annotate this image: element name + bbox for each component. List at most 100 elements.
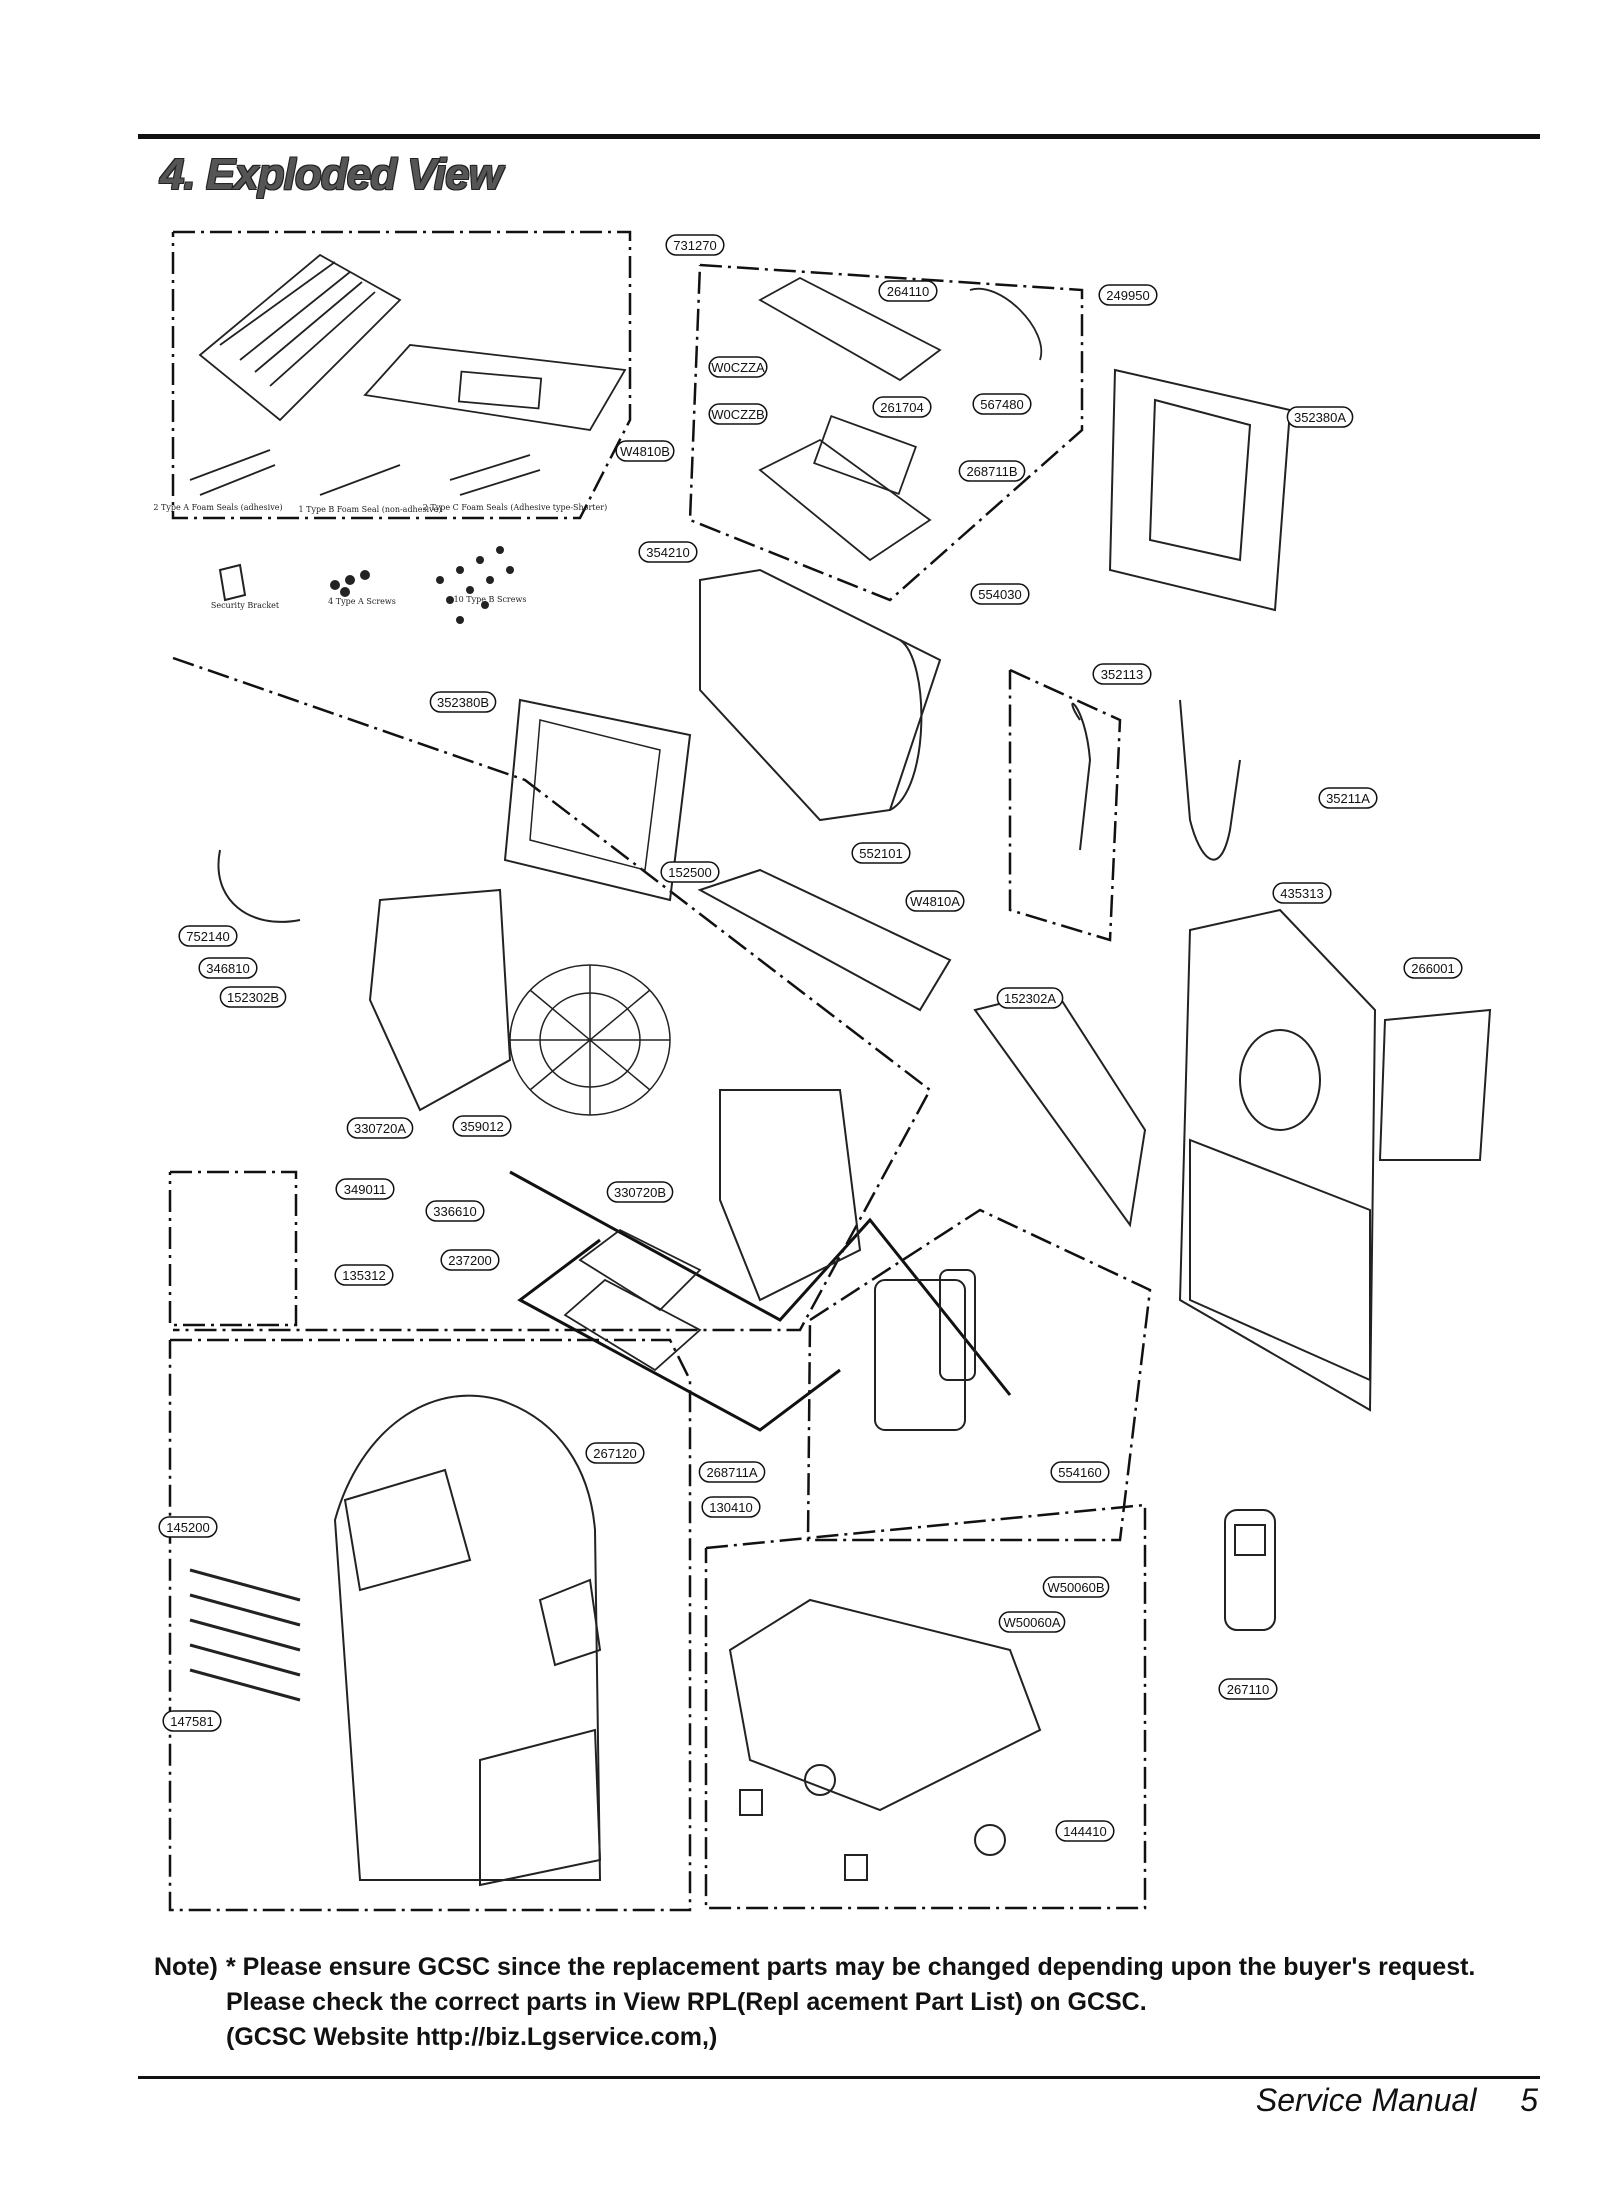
kit-label-screws-a: 4 Type A Screws	[328, 597, 396, 606]
part-number-label: 264110	[887, 284, 929, 299]
part-number-label: 731270	[673, 238, 716, 253]
part-callout: 349011	[335, 1178, 395, 1200]
part-number-label: 267120	[593, 1446, 636, 1461]
part-callout: 352380B	[429, 691, 497, 713]
evaporator-illustration	[699, 568, 942, 822]
top-rule	[138, 134, 1540, 139]
part-number-label: W0CZZA	[711, 360, 765, 375]
kit-boundary	[171, 230, 632, 520]
part-number-label: 152500	[668, 865, 711, 880]
filter-right-illustration	[1378, 1008, 1492, 1161]
blower-wheel-illustration	[509, 964, 671, 1116]
part-callout: 268711B	[958, 460, 1026, 482]
part-callout-bubble	[1050, 1461, 1110, 1483]
kit-label-screws-b: 10 Type B Screws	[454, 595, 527, 604]
kit-label-type-a: 2 Type A Foam Seals (adhesive)	[153, 503, 282, 512]
part-callout: 152500	[660, 861, 720, 883]
part-number-label: 268711B	[966, 464, 1017, 479]
filter-left-illustration	[973, 988, 1147, 1228]
part-number-label: 359012	[460, 1119, 503, 1134]
note-line-1: * Please ensure GCSC since the replaceme…	[226, 1953, 1476, 1981]
part-callout-bubble	[1092, 663, 1152, 685]
part-callout-bubble	[585, 1442, 645, 1464]
part-callout-bubble	[1042, 1576, 1110, 1598]
part-callout: W0CZZB	[708, 403, 768, 425]
part-number-label: 267110	[1227, 1682, 1269, 1697]
part-callout-bubble	[178, 925, 238, 947]
base-pan-illustration	[728, 1598, 1042, 1812]
part-number-label: 268711A	[706, 1465, 757, 1480]
part-callout-bubble	[334, 1264, 394, 1286]
part-callout: 359012	[452, 1115, 512, 1137]
part-number-label: 261704	[880, 400, 923, 415]
part-callout-bubble	[429, 691, 497, 713]
part-number-label: 152302B	[227, 990, 279, 1005]
part-callout: W50060B	[1042, 1576, 1110, 1598]
kit-screws-illustration	[330, 546, 514, 624]
part-callout-bubble	[1218, 1678, 1278, 1700]
part-callout: 237200	[440, 1249, 500, 1271]
part-callout: W4810B	[615, 440, 675, 462]
part-callout-bubble	[158, 1516, 218, 1538]
part-number-label: W4810A	[910, 894, 960, 909]
part-callout-bubble	[701, 1496, 761, 1518]
part-callout-bubble	[1098, 284, 1158, 306]
remote-control-illustration	[1224, 1509, 1276, 1631]
blower-boundary	[172, 656, 932, 1332]
part-callout-bubble	[1318, 787, 1378, 809]
part-callout: 552101	[851, 842, 911, 864]
part-callout: 330720A	[346, 1117, 414, 1139]
part-callout: 152302B	[219, 986, 287, 1008]
part-callout-bubble	[1272, 882, 1332, 904]
condenser-frame-illustration	[1108, 368, 1292, 612]
part-callout: 752140	[178, 925, 238, 947]
part-number-label: 330720B	[614, 1185, 666, 1200]
bottom-rule	[138, 2076, 1540, 2079]
part-number-label: W50060A	[1003, 1615, 1060, 1630]
part-callout-bubble	[872, 396, 932, 418]
base-boundary	[704, 1503, 1147, 1910]
part-callout: 346810	[198, 957, 258, 979]
part-callout: W50060A	[998, 1611, 1066, 1633]
part-callout-bubble	[958, 460, 1026, 482]
tube-a-illustration	[1071, 702, 1092, 851]
part-callout-bubble	[905, 890, 965, 912]
part-callout-bubble	[638, 541, 698, 563]
control-box-illustration	[758, 276, 942, 562]
part-number-label: 352113	[1101, 667, 1143, 682]
part-callout: 264110	[878, 280, 938, 302]
cabinet-illustration	[333, 1394, 602, 1887]
part-callout: 330720B	[606, 1181, 674, 1203]
part-number-label: 354210	[646, 545, 689, 560]
part-callout-bubble	[698, 1461, 766, 1483]
part-number-label: 346810	[206, 961, 249, 976]
kit-label-bracket: Security Bracket	[211, 601, 280, 610]
part-callout-bubble	[615, 440, 675, 462]
part-callout: W4810A	[905, 890, 965, 912]
part-callout-bubble	[1403, 957, 1463, 979]
part-callout: 336610	[425, 1200, 485, 1222]
part-callout: 130410	[701, 1496, 761, 1518]
part-callout: 268711A	[698, 1461, 766, 1483]
note-line-3: (GCSC Website http://biz.Lgservice.com,)	[226, 2023, 718, 2051]
part-number-label: 567480	[980, 397, 1023, 412]
part-callout: 267120	[585, 1442, 645, 1464]
part-number-label: 552101	[859, 846, 902, 861]
part-callout: 135312	[334, 1264, 394, 1286]
part-callout: 267110	[1218, 1678, 1278, 1700]
part-callout-bubble	[335, 1178, 395, 1200]
part-callout: 435313	[1272, 882, 1332, 904]
kit-label-type-b: 1 Type B Foam Seal (non-adhesive)	[299, 505, 442, 514]
part-number-label: 554030	[978, 587, 1021, 602]
part-number-label: W4810B	[620, 444, 670, 459]
part-number-label: 352380B	[437, 695, 489, 710]
fan-motor-illustration	[217, 849, 301, 923]
kit-label-type-c: 2 Type C Foam Seals (Adhesive type-Short…	[423, 503, 607, 512]
part-callout-bubble	[1055, 1820, 1115, 1842]
security-bracket-illustration	[218, 563, 247, 602]
part-number-label: 349011	[344, 1182, 386, 1197]
part-number-label: 144410	[1063, 1824, 1106, 1839]
part-number-label: W50060B	[1047, 1580, 1104, 1595]
part-callout: 35211A	[1318, 787, 1378, 809]
